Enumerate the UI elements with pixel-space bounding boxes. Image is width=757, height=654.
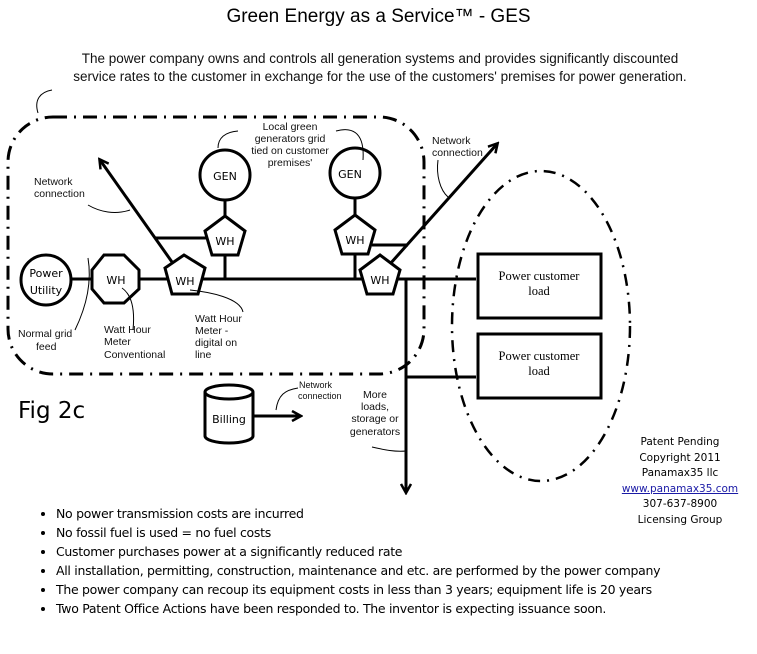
customer-load-2-label-2: load [528,364,550,378]
digital-meter-desc-3: digital on [195,337,237,349]
subtitle-line-2: service rates to the customer in exchang… [73,69,687,84]
benefit-item: Two Patent Office Actions have been resp… [56,599,660,618]
customer-load-1-label-1: Power customer [499,269,581,283]
digital-meter-desc-1: Watt Hour [195,313,242,325]
power-utility-label-2: Utility [30,284,63,297]
network-connection-right-2: connection [432,147,483,159]
benefit-item: Customer purchases power at a significan… [56,542,660,561]
local-green-1: Local green [263,121,318,133]
leader-lines [74,129,449,452]
normal-grid-feed-2: feed [36,341,57,353]
more-loads-1: More [363,389,387,401]
conventional-meter-octagon [90,253,141,305]
network-connection-left-1: Network [34,176,73,188]
benefit-item: The power company can recoup its equipme… [56,580,660,599]
digital-meter-desc-2: Meter - [195,325,229,337]
billing-network-2: connection [298,391,342,401]
network-connection-left-2: connection [34,188,85,200]
customer-load-1-label-2: load [528,284,550,298]
company-website-link[interactable]: www.panamax35.com [621,482,739,495]
subtitle: The power company owns and controls all … [20,50,740,86]
digital-meter-main [163,253,207,296]
generator-1-label: GEN [213,170,237,183]
digital-meter-main-label: WH [175,275,194,288]
more-loads-2: loads, [361,401,389,413]
conventional-meter-desc-3: Conventional [104,349,165,361]
phone-number: 307-637-8900 [642,498,718,510]
local-green-3: tied on customer [251,145,329,157]
local-green-4: premises' [268,157,313,169]
benefits-list: No power transmission costs are incurred… [30,504,660,618]
boundary-leader [36,89,53,114]
more-loads-4: generators [350,426,400,438]
power-utility-node [19,253,73,307]
billing-label: Billing [212,413,246,426]
customer-load-2 [476,332,603,400]
benefit-item: All installation, permitting, constructi… [56,561,660,580]
power-utility-label-1: Power [29,267,63,280]
figure-label: Fig 2c [18,398,86,424]
benefit-item: No power transmission costs are incurred [56,504,660,523]
customer-premises-boundary [6,115,426,376]
more-loads-3: storage or [351,413,399,425]
local-green-2: generators grid [255,133,326,145]
customer-load-boundary [450,169,632,483]
conventional-meter-desc-2: Meter [104,336,131,348]
customer-load-2-label-1: Power customer [499,349,581,363]
copyright: Copyright 2011 [639,451,721,464]
page-title: Green Energy as a Service™ - GES [226,6,531,27]
digital-meter-customer [358,253,402,296]
billing-database-icon [203,383,255,445]
subtitle-line-1: The power company owns and controls all … [81,51,679,66]
digital-meter-desc-4: line [195,349,212,361]
conventional-meter-desc-1: Watt Hour [104,324,151,336]
customer-load-1 [476,252,603,320]
conventional-meter-label: WH [106,274,125,287]
benefit-item: No fossil fuel is used = no fuel costs [56,523,660,542]
network-connection-right-1: Network [432,135,471,147]
billing-network-1: Network [299,380,333,390]
digital-meter-customer-label: WH [370,274,389,287]
normal-grid-feed-1: Normal grid [18,328,72,340]
gen2-meter-label: WH [345,234,364,247]
company-name: Panamax35 llc [641,467,719,479]
patent-info-block: Patent Pending Copyright 2011 Panamax35 … [610,435,750,528]
gen1-meter-label: WH [215,235,234,248]
patent-pending: Patent Pending [640,436,720,448]
generator-2-label: GEN [338,168,362,181]
licensing-group: Licensing Group [637,513,723,526]
network-arrow-left [100,160,174,263]
network-arrow-right [388,144,497,265]
